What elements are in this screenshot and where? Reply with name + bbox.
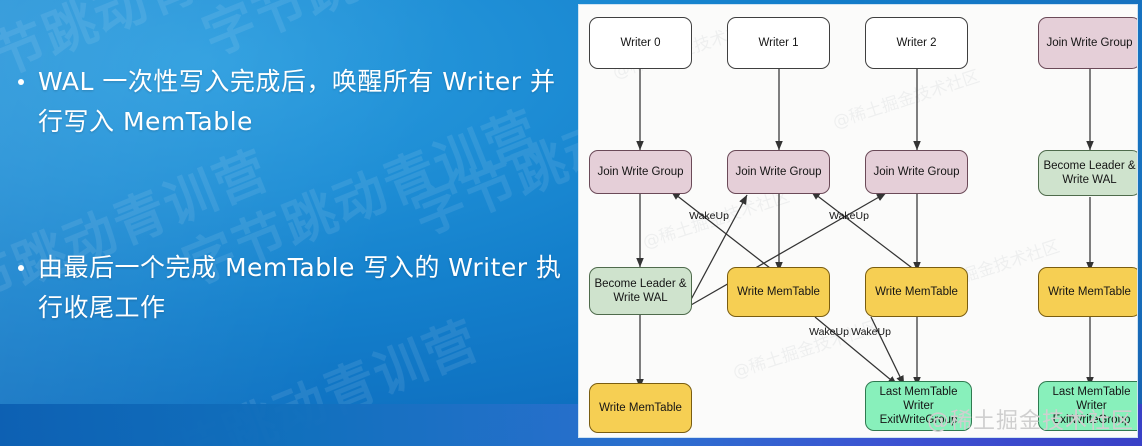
- node-writer-2[interactable]: Writer 2: [865, 17, 968, 69]
- node-write-memtable-2[interactable]: Write MemTable: [865, 267, 968, 317]
- juejin-watermark: @稀土掘金技术社区: [927, 409, 1135, 434]
- bullet-item-2: 由最后一个完成 MemTable 写入的 Writer 执行收尾工作: [18, 248, 578, 328]
- node-become-leader-write-wal-0[interactable]: Become Leader & Write WAL: [589, 267, 692, 315]
- node-line-2: Write WAL: [613, 292, 668, 304]
- edge-wakeup-memtable1-to-join0: [670, 190, 780, 276]
- node-line-1: Last MemTable Writer: [879, 386, 958, 412]
- node-last-memtable-writer-3[interactable]: Last MemTable Writer ExitWriteGroup: [1038, 381, 1137, 431]
- node-last-memtable-writer-2[interactable]: Last MemTable Writer ExitWriteGroup: [865, 381, 972, 431]
- bullet-item-1: WAL 一次性写入完成后，唤醒所有 Writer 并行写入 MemTable: [18, 62, 578, 142]
- node-line-1: Become Leader &: [1043, 160, 1136, 172]
- edge-wakeup-memtable2-to-join1: [810, 190, 925, 278]
- edge-wakeup-memtable1-to-lastwriter2: [814, 316, 898, 386]
- node-line-2: ExitWriteGroup: [879, 414, 958, 426]
- node-line-1: Become Leader &: [594, 278, 687, 290]
- edge-label-wakeup-2: WakeUp: [829, 210, 869, 222]
- bullet-text-1: WAL 一次性写入完成后，唤醒所有 Writer 并行写入 MemTable: [38, 67, 556, 136]
- bullet-text-2: 由最后一个完成 MemTable 写入的 Writer 执行收尾工作: [38, 253, 562, 322]
- edge-wakeup-becomeleader0-to-join1: [686, 194, 748, 308]
- node-join-write-group-1[interactable]: Join Write Group: [727, 150, 830, 194]
- node-line-2: Write WAL: [1062, 174, 1117, 186]
- node-line-1: Last MemTable Writer: [1052, 386, 1131, 412]
- node-writer-0[interactable]: Writer 0: [589, 17, 692, 69]
- edge-wakeup-memtable2-to-lastwriter2: [870, 316, 905, 386]
- node-join-write-group-0[interactable]: Join Write Group: [589, 150, 692, 194]
- node-line-2: ExitWriteGroup: [1052, 414, 1131, 426]
- node-write-memtable-1[interactable]: Write MemTable: [727, 267, 830, 317]
- edge-label-wakeup-3: WakeUp: [809, 326, 849, 338]
- node-write-memtable-0[interactable]: Write MemTable: [589, 383, 692, 433]
- bullet-dot-icon: [18, 265, 24, 271]
- node-writer-1[interactable]: Writer 1: [727, 17, 830, 69]
- node-join-write-group-2[interactable]: Join Write Group: [865, 150, 968, 194]
- bullet-list: WAL 一次性写入完成后，唤醒所有 Writer 并行写入 MemTable 由…: [18, 62, 578, 328]
- edge-label-wakeup-1: WakeUp: [689, 210, 729, 222]
- edge-wakeup-becomeleader0-to-join2: [690, 192, 887, 306]
- node-write-memtable-3[interactable]: Write MemTable: [1038, 267, 1137, 317]
- edge-label-wakeup-4: WakeUp: [851, 326, 891, 338]
- node-become-leader-write-wal-3[interactable]: Become Leader & Write WAL: [1038, 150, 1137, 196]
- diagram-panel: @稀土掘金技术社区 @稀土掘金技术社区 @稀土掘金技术社区 @稀土掘金技术社区 …: [578, 4, 1138, 438]
- node-join-write-group-3[interactable]: Join Write Group: [1038, 17, 1137, 69]
- bullet-dot-icon: [18, 79, 24, 85]
- diagram-edges: [636, 68, 1094, 389]
